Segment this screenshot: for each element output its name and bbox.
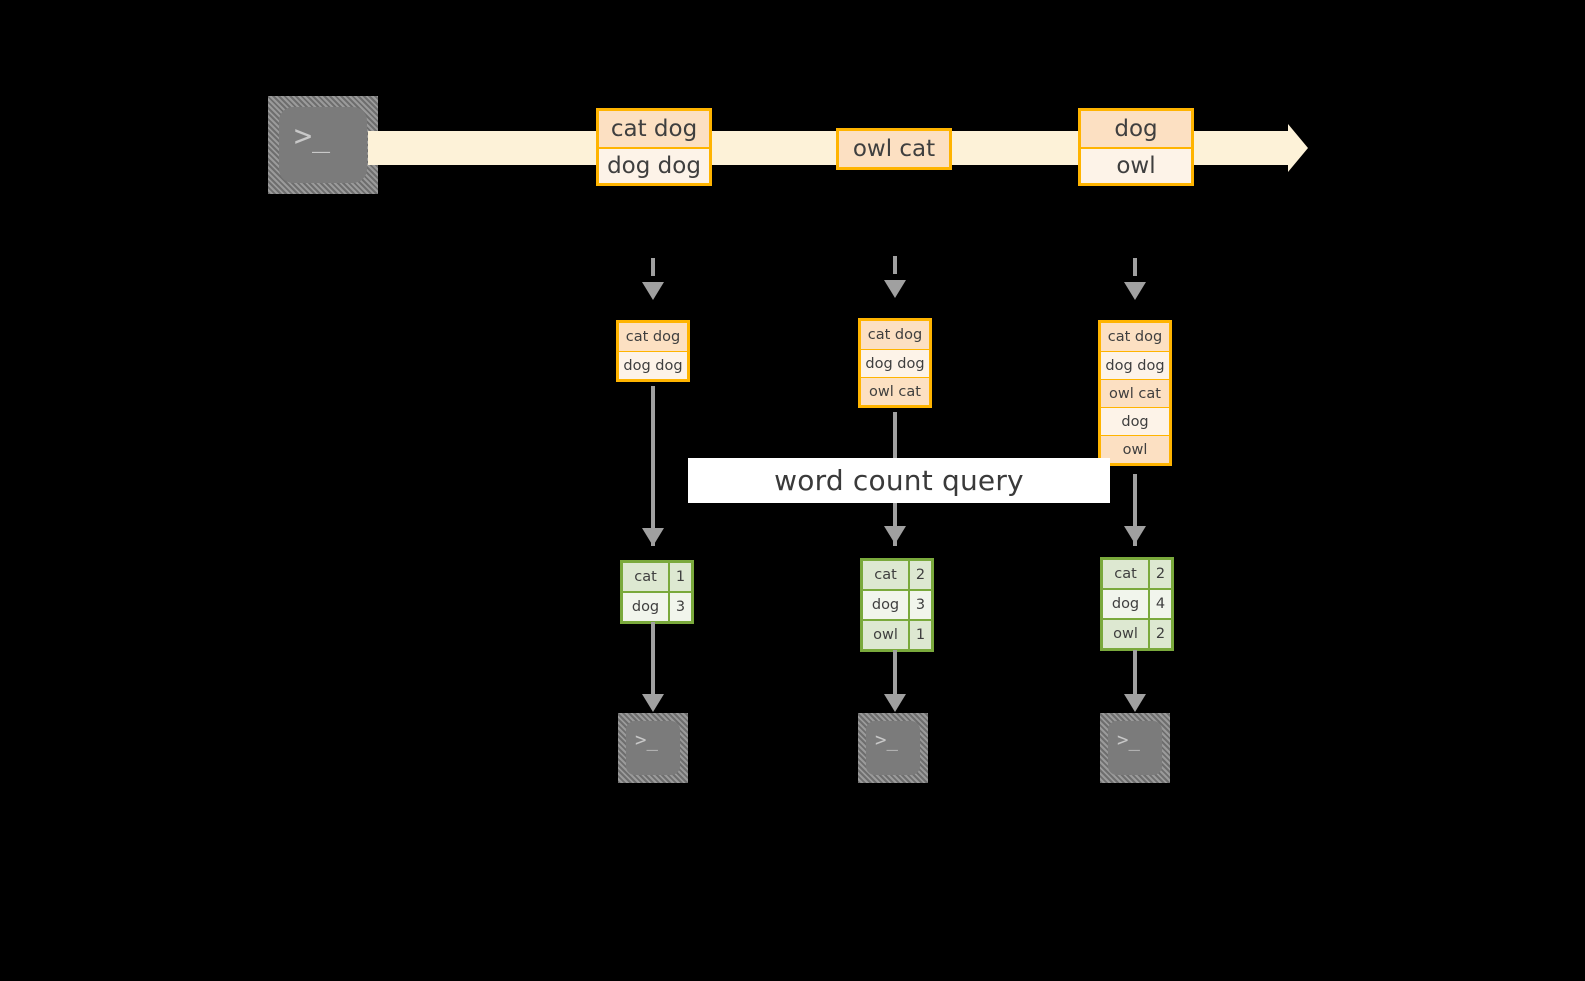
result-word: dog	[623, 593, 668, 621]
result-table-1: cat 1 dog 3	[620, 560, 694, 624]
result-word: dog	[1103, 590, 1148, 618]
terminal-prompt-glyph: >_	[294, 119, 331, 154]
result-to-sink-arrowhead-1	[642, 694, 664, 712]
snapshot-to-result-arrowhead-1	[642, 528, 664, 546]
result-count: 2	[1148, 620, 1171, 648]
snapshot-stack-3: cat dog dog dog owl cat dog owl	[1098, 320, 1172, 466]
result-to-sink-connector-3	[1133, 650, 1137, 694]
result-row: cat 2	[1103, 560, 1171, 588]
terminal-prompt-glyph: >_	[1117, 729, 1140, 751]
snapshot-record: owl cat	[861, 377, 929, 405]
snapshot-to-result-arrowhead-3	[1124, 526, 1146, 544]
result-word: dog	[863, 591, 908, 619]
result-to-sink-connector-2	[893, 650, 897, 694]
terminal-screen	[626, 721, 680, 775]
stream-to-snapshot-arrowhead-3	[1124, 282, 1146, 300]
result-count: 2	[908, 561, 931, 589]
result-row: owl 2	[1103, 618, 1171, 648]
stream-to-snapshot-connector-2	[893, 256, 897, 274]
result-count: 2	[1148, 560, 1171, 588]
stream-to-snapshot-arrowhead-1	[642, 282, 664, 300]
terminal-prompt-glyph: >_	[635, 729, 658, 751]
query-banner-label: word count query	[774, 464, 1024, 497]
result-row: dog 3	[863, 589, 931, 619]
snapshot-record: dog dog	[1101, 351, 1169, 379]
snapshot-record: cat dog	[619, 323, 687, 351]
result-table-2: cat 2 dog 3 owl 1	[860, 558, 934, 652]
source-terminal-icon: >_	[268, 96, 378, 194]
snapshot-stack-2: cat dog dog dog owl cat	[858, 318, 932, 408]
stream-record: dog dog	[599, 147, 709, 183]
result-to-sink-arrowhead-2	[884, 694, 906, 712]
snapshot-to-result-arrowhead-2	[884, 526, 906, 544]
snapshot-record: dog	[1101, 407, 1169, 435]
stream-to-snapshot-arrowhead-2	[884, 280, 906, 298]
stream-record: cat dog	[599, 111, 709, 147]
snapshot-record: cat dog	[861, 321, 929, 349]
stream-group-1: cat dog dog dog	[596, 108, 712, 186]
sink-terminal-icon-3: >_	[1100, 713, 1170, 783]
result-to-sink-connector-1	[651, 622, 655, 694]
stream-to-snapshot-connector-1	[651, 258, 655, 276]
stream-to-snapshot-connector-3	[1133, 258, 1137, 276]
result-row: dog 3	[623, 591, 691, 621]
result-word: owl	[1103, 620, 1148, 648]
snapshot-to-result-connector-3	[1133, 474, 1137, 546]
snapshot-record: cat dog	[1101, 323, 1169, 351]
result-row: dog 4	[1103, 588, 1171, 618]
snapshot-stack-1: cat dog dog dog	[616, 320, 690, 382]
result-count: 3	[908, 591, 931, 619]
stream-group-3: dog owl	[1078, 108, 1194, 186]
result-row: owl 1	[863, 619, 931, 649]
stream-arrowhead-icon	[1288, 124, 1308, 172]
result-count: 1	[668, 563, 691, 591]
result-word: owl	[863, 621, 908, 649]
terminal-screen	[866, 721, 920, 775]
snapshot-to-result-connector-1	[651, 386, 655, 546]
result-row: cat 2	[863, 561, 931, 589]
snapshot-record: dog dog	[619, 351, 687, 379]
sink-terminal-icon-2: >_	[858, 713, 928, 783]
terminal-screen	[1108, 721, 1162, 775]
result-count: 3	[668, 593, 691, 621]
result-row: cat 1	[623, 563, 691, 591]
result-table-3: cat 2 dog 4 owl 2	[1100, 557, 1174, 651]
snapshot-record: owl cat	[1101, 379, 1169, 407]
stream-record: dog	[1081, 111, 1191, 147]
result-count: 4	[1148, 590, 1171, 618]
stream-record: owl cat	[839, 131, 949, 167]
result-word: cat	[863, 561, 908, 589]
query-banner: word count query	[688, 458, 1110, 503]
stream-record: owl	[1081, 147, 1191, 183]
result-to-sink-arrowhead-3	[1124, 694, 1146, 712]
sink-terminal-icon-1: >_	[618, 713, 688, 783]
snapshot-record: dog dog	[861, 349, 929, 377]
snapshot-record: owl	[1101, 435, 1169, 463]
result-word: cat	[623, 563, 668, 591]
terminal-screen	[279, 107, 367, 183]
stream-group-2: owl cat	[836, 128, 952, 170]
result-count: 1	[908, 621, 931, 649]
terminal-prompt-glyph: >_	[875, 729, 898, 751]
result-word: cat	[1103, 560, 1148, 588]
